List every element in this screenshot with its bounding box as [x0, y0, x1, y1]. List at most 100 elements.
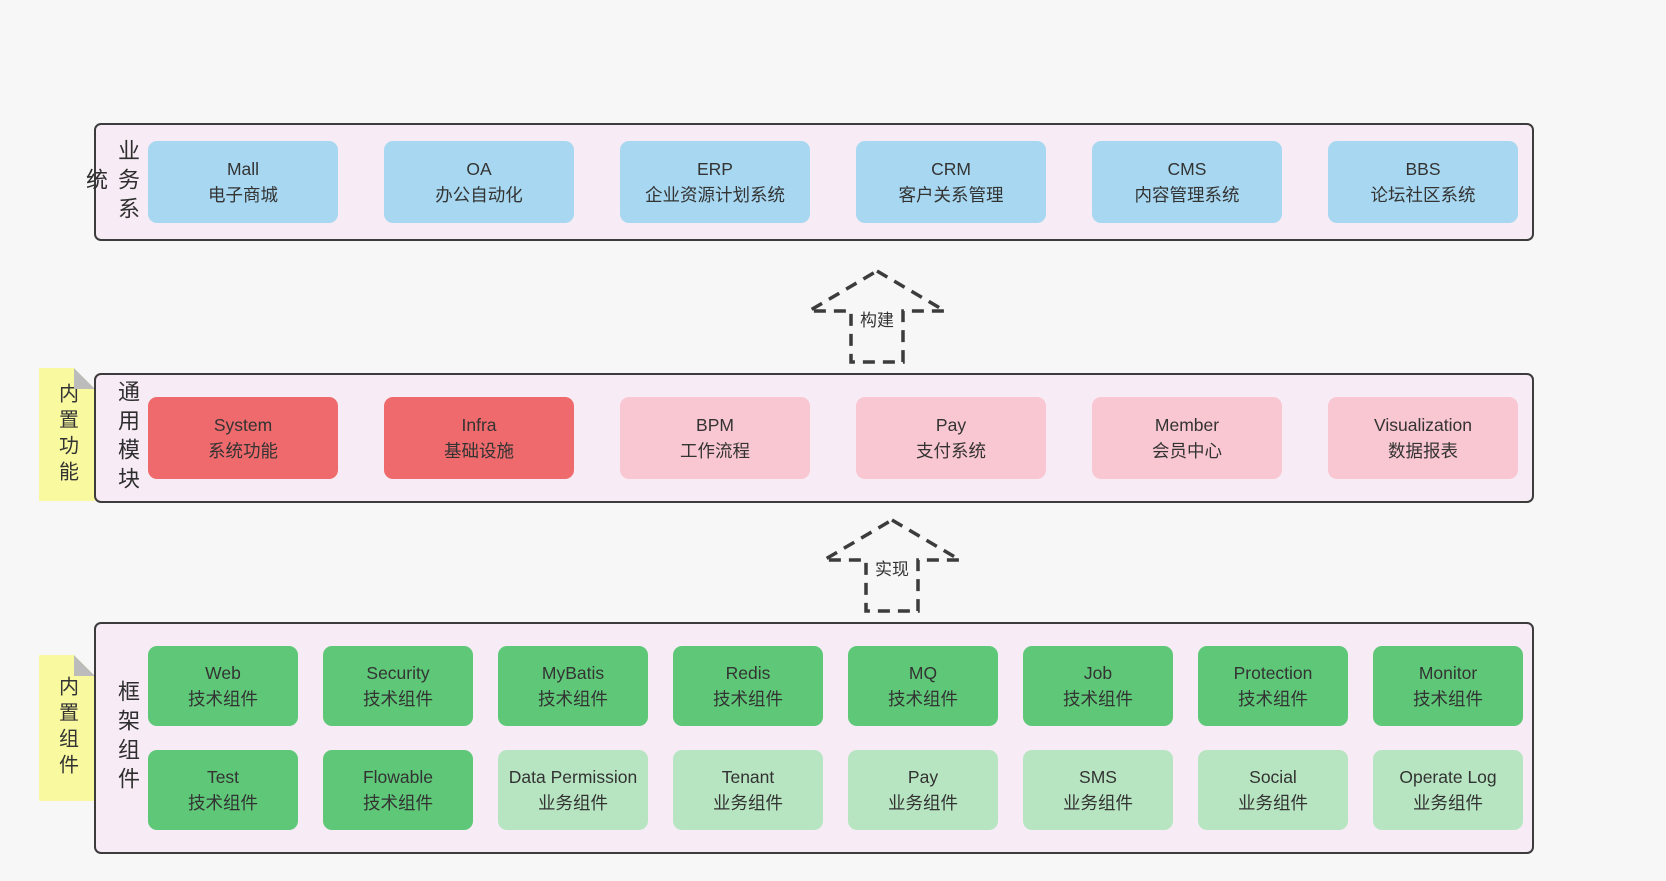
- section-label: 通用模块: [115, 380, 140, 496]
- arrow-label: 构建: [857, 306, 897, 331]
- box-title: Mall: [226, 158, 260, 179]
- component-box-social: Social 业务组件: [1198, 750, 1348, 830]
- system-box-oa: OA 办公自动化: [384, 141, 574, 223]
- system-box-erp: ERP 企业资源计划系统: [620, 141, 810, 223]
- box-title: ERP: [697, 158, 733, 179]
- component-box-operate-log: Operate Log 业务组件: [1373, 750, 1523, 830]
- box-title: Web: [205, 662, 241, 683]
- component-box-monitor: Monitor 技术组件: [1373, 646, 1523, 726]
- box-title: MQ: [908, 662, 938, 683]
- box-subtitle: 技术组件: [363, 793, 433, 813]
- box-subtitle: 技术组件: [538, 689, 608, 709]
- section-framework-components: 框架组件 Web 技术组件 Security 技术组件 MyBatis 技术组件…: [94, 622, 1534, 854]
- box-title: BPM: [696, 414, 734, 435]
- section-label: 业务系统: [83, 138, 140, 226]
- sticky-note-builtin-components: 内置组件: [39, 655, 95, 801]
- box-subtitle: 业务组件: [1413, 793, 1483, 813]
- box-title: Security: [366, 662, 430, 683]
- box-title: Member: [1154, 414, 1220, 435]
- box-title: CRM: [931, 158, 971, 179]
- business-systems-boxes: Mall 电子商城 OA 办公自动化 ERP 企业资源计划系统 CRM 客户关系…: [148, 141, 1518, 223]
- box-title: MyBatis: [541, 662, 605, 683]
- note-fold-corner-icon: [74, 655, 95, 676]
- box-title: Pay: [907, 766, 939, 787]
- components-row-2: Test 技术组件 Flowable 技术组件 Data Permission …: [148, 750, 1523, 830]
- box-subtitle: 技术组件: [1238, 689, 1308, 709]
- common-modules-boxes: System 系统功能 Infra 基础设施 BPM 工作流程 Pay 支付系统…: [148, 397, 1518, 479]
- module-box-system: System 系统功能: [148, 397, 338, 479]
- up-block-arrow-icon: [819, 517, 965, 613]
- box-subtitle: 会员中心: [1152, 441, 1222, 461]
- box-subtitle: 数据报表: [1388, 441, 1458, 461]
- module-box-member: Member 会员中心: [1092, 397, 1282, 479]
- system-box-bbs: BBS 论坛社区系统: [1328, 141, 1518, 223]
- box-subtitle: 电子商城: [208, 185, 278, 205]
- box-title: SMS: [1079, 766, 1117, 787]
- component-box-test: Test 技术组件: [148, 750, 298, 830]
- box-subtitle: 业务组件: [538, 793, 608, 813]
- component-box-web: Web 技术组件: [148, 646, 298, 726]
- box-subtitle: 业务组件: [1063, 793, 1133, 813]
- box-subtitle: 技术组件: [188, 689, 258, 709]
- box-title: Infra: [461, 414, 497, 435]
- build-arrow: 构建: [804, 268, 950, 366]
- component-box-flowable: Flowable 技术组件: [323, 750, 473, 830]
- module-box-bpm: BPM 工作流程: [620, 397, 810, 479]
- box-subtitle: 办公自动化: [435, 185, 523, 205]
- up-block-arrow-icon: [804, 268, 950, 364]
- box-subtitle: 业务组件: [713, 793, 783, 813]
- box-title: Test: [206, 766, 240, 787]
- box-subtitle: 系统功能: [208, 441, 278, 461]
- box-title: Data Permission: [508, 766, 638, 787]
- box-title: System: [213, 414, 273, 435]
- box-title: Visualization: [1374, 414, 1472, 435]
- box-title: Operate Log: [1399, 766, 1497, 787]
- module-box-visualization: Visualization 数据报表: [1328, 397, 1518, 479]
- module-box-infra: Infra 基础设施: [384, 397, 574, 479]
- box-subtitle: 客户关系管理: [898, 185, 1004, 205]
- box-subtitle: 技术组件: [188, 793, 258, 813]
- box-title: Pay: [935, 414, 967, 435]
- box-title: CMS: [1167, 158, 1207, 179]
- section-label: 框架组件: [115, 680, 140, 796]
- component-box-tenant: Tenant 业务组件: [673, 750, 823, 830]
- note-text: 内置组件: [55, 676, 78, 780]
- box-subtitle: 工作流程: [680, 441, 750, 461]
- box-title: Protection: [1233, 662, 1313, 683]
- box-subtitle: 企业资源计划系统: [645, 185, 785, 205]
- note-text: 内置功能: [55, 382, 78, 487]
- component-box-pay: Pay 业务组件: [848, 750, 998, 830]
- box-subtitle: 业务组件: [888, 793, 958, 813]
- box-title: OA: [466, 158, 492, 179]
- component-box-sms: SMS 业务组件: [1023, 750, 1173, 830]
- box-subtitle: 内容管理系统: [1134, 185, 1240, 205]
- component-box-redis: Redis 技术组件: [673, 646, 823, 726]
- box-subtitle: 技术组件: [1413, 689, 1483, 709]
- arrow-label: 实现: [872, 555, 912, 580]
- section-common-modules: 通用模块 System 系统功能 Infra 基础设施 BPM 工作流程 Pay…: [94, 373, 1534, 503]
- system-box-cms: CMS 内容管理系统: [1092, 141, 1282, 223]
- box-subtitle: 论坛社区系统: [1370, 185, 1476, 205]
- system-box-mall: Mall 电子商城: [148, 141, 338, 223]
- box-subtitle: 技术组件: [1063, 689, 1133, 709]
- system-box-crm: CRM 客户关系管理: [856, 141, 1046, 223]
- component-box-data-permission: Data Permission 业务组件: [498, 750, 648, 830]
- component-box-mq: MQ 技术组件: [848, 646, 998, 726]
- box-subtitle: 业务组件: [1238, 793, 1308, 813]
- implement-arrow: 实现: [819, 517, 965, 615]
- box-title: Job: [1083, 662, 1113, 683]
- box-subtitle: 基础设施: [444, 441, 514, 461]
- box-title: Tenant: [721, 766, 775, 787]
- sticky-note-builtin-features: 内置功能: [39, 368, 95, 501]
- box-subtitle: 技术组件: [888, 689, 958, 709]
- box-subtitle: 技术组件: [363, 689, 433, 709]
- component-box-mybatis: MyBatis 技术组件: [498, 646, 648, 726]
- section-business-systems: 业务系统 Mall 电子商城 OA 办公自动化 ERP 企业资源计划系统 CRM…: [83, 123, 1534, 241]
- component-box-security: Security 技术组件: [323, 646, 473, 726]
- box-title: Flowable: [362, 766, 434, 787]
- box-subtitle: 技术组件: [713, 689, 783, 709]
- box-title: Social: [1249, 766, 1297, 787]
- module-box-pay: Pay 支付系统: [856, 397, 1046, 479]
- box-subtitle: 支付系统: [916, 441, 986, 461]
